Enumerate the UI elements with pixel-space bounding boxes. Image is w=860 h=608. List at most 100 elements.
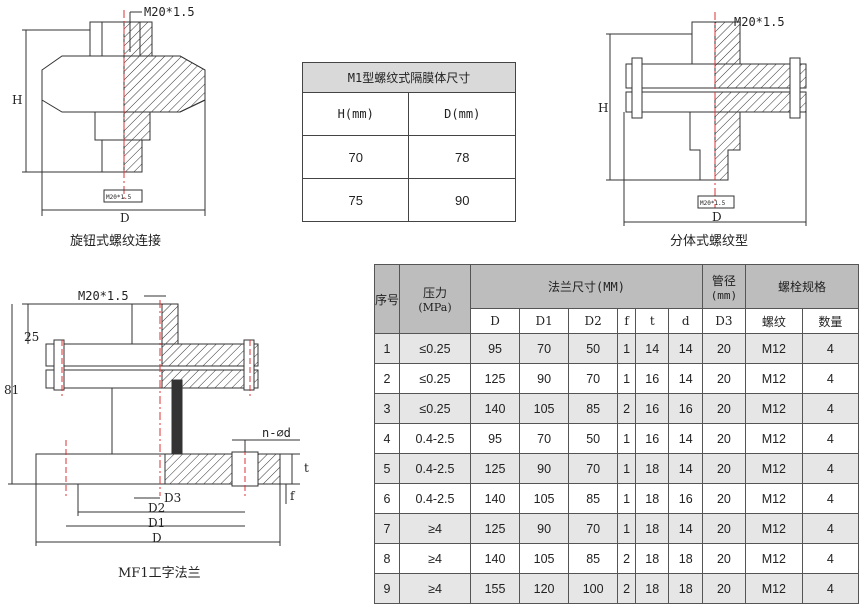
knob-caption: 旋钮式螺纹连接: [70, 234, 162, 249]
table-cell: 85: [568, 393, 619, 424]
table-cell: M12: [744, 363, 803, 394]
subheader-cell: 螺纹: [744, 308, 803, 334]
row-number: 1: [374, 333, 400, 364]
mf1-dim-nd: n-⌀d: [262, 426, 291, 440]
table-cell: 140: [469, 393, 521, 424]
table-cell: 18: [635, 543, 670, 574]
split-callout: M20*1.5: [734, 15, 785, 29]
table-cell: M12: [744, 483, 803, 514]
table-cell: 70: [568, 453, 619, 484]
flange-spec-table: 序号 压力 (MPa) 法兰尺寸(MM) 管径 (mm) 螺栓规格 D D1 D…: [374, 264, 860, 604]
table-cell: ≥4: [399, 513, 471, 544]
table-cell: 95: [469, 423, 521, 454]
subheader-cell: t: [635, 308, 670, 334]
header-bolt: 螺栓规格: [744, 264, 860, 309]
table-cell: 4: [801, 573, 860, 604]
table-cell: 20: [701, 423, 746, 454]
table-cell: M12: [744, 423, 803, 454]
table-cell: 105: [519, 543, 570, 574]
table-cell: 85: [568, 543, 619, 574]
knob-dim-d: D: [120, 211, 130, 225]
table-cell: 70: [519, 333, 570, 364]
row-number: 5: [374, 453, 400, 484]
mf1-dim-81: 81: [4, 383, 19, 397]
header-pipe-label: 管径: [711, 273, 736, 288]
row-number: 8: [374, 543, 400, 574]
table-cell: M12: [744, 453, 803, 484]
row-number: 3: [374, 393, 400, 424]
header-seq: 序号: [374, 264, 400, 334]
table-cell: 125: [469, 363, 521, 394]
table-cell: 50: [568, 423, 619, 454]
split-dim-h: H: [598, 101, 608, 115]
row-number: 2: [374, 363, 400, 394]
subheader-cell: D3: [701, 308, 746, 334]
table-cell: 14: [668, 513, 703, 544]
mf1-dim-d: D: [152, 531, 162, 545]
table-cell: 20: [701, 543, 746, 574]
table-cell: 20: [701, 573, 746, 604]
table-cell: 2: [617, 393, 637, 424]
table-cell: 4: [801, 363, 860, 394]
table-cell: 1: [617, 363, 637, 394]
table-cell: 18: [668, 573, 703, 604]
table-cell: 70: [519, 423, 570, 454]
table-cell: M12: [744, 513, 803, 544]
table-cell: 14: [668, 423, 703, 454]
split-callout-small: M20*1.5: [700, 200, 726, 207]
table-cell: 18: [635, 513, 670, 544]
table-cell: M12: [744, 543, 803, 574]
row-number: 9: [374, 573, 400, 604]
table-cell: 2: [617, 573, 637, 604]
table-cell: 20: [701, 483, 746, 514]
table-cell: 2: [617, 543, 637, 574]
mf1-caption: MF1工字法兰: [118, 566, 201, 581]
header-pressure-unit: (MPa): [418, 301, 452, 314]
table-cell: ≤0.25: [399, 333, 471, 364]
m1-dimension-table: M1型螺纹式隔膜体尺寸 H(mm) D(mm) 70 78 75 90: [301, 62, 516, 222]
table-row: 75 90: [301, 178, 516, 222]
table-cell: 20: [701, 513, 746, 544]
table-cell: 4: [801, 513, 860, 544]
row-number: 7: [374, 513, 400, 544]
m1-cell: 70: [301, 135, 410, 179]
mf1-dim-25: 25: [24, 330, 39, 344]
table-cell: 14: [668, 333, 703, 364]
mf1-callout: M20*1.5: [78, 289, 129, 303]
table-cell: 95: [469, 333, 521, 364]
table-cell: 18: [668, 543, 703, 574]
table-cell: 4: [801, 543, 860, 574]
knob-type-drawing: [22, 10, 206, 216]
subheader-cell: D: [469, 308, 521, 334]
mf1-dim-f: f: [290, 489, 296, 503]
mf1-dim-t: t: [304, 461, 309, 475]
row-number: 6: [374, 483, 400, 514]
knob-callout-small: M20*1.5: [106, 194, 132, 201]
table-cell: 155: [469, 573, 521, 604]
table-cell: 125: [469, 453, 521, 484]
header-pipe-unit: (mm): [710, 288, 738, 302]
table-cell: 14: [635, 333, 670, 364]
m1-cell: 75: [301, 178, 410, 222]
table-cell: 18: [635, 573, 670, 604]
table-cell: 85: [568, 483, 619, 514]
table-cell: 1: [617, 453, 637, 484]
header-pipe: 管径 (mm): [701, 264, 746, 309]
table-cell: M12: [744, 333, 803, 364]
subheader-cell: d: [668, 308, 703, 334]
table-cell: 20: [701, 363, 746, 394]
split-caption: 分体式螺纹型: [670, 234, 749, 249]
m1-cell: 90: [408, 178, 516, 222]
table-cell: 140: [469, 483, 521, 514]
table-cell: 105: [519, 483, 570, 514]
table-cell: M12: [744, 573, 803, 604]
subheader-cell: D1: [519, 308, 570, 334]
table-cell: 70: [568, 513, 619, 544]
table-cell: 100: [568, 573, 619, 604]
